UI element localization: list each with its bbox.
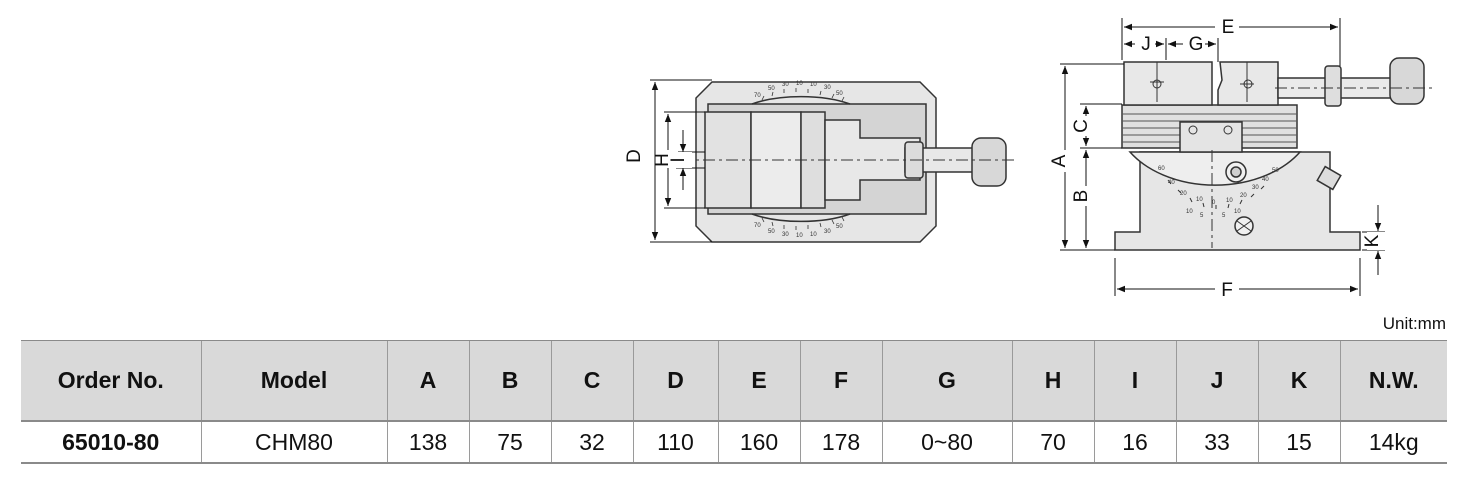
header-b: B [468, 340, 551, 422]
header-g: G [881, 340, 1012, 422]
dim-label-h: H [652, 153, 673, 167]
side-view-clamp-block [1179, 121, 1243, 153]
svg-text:10: 10 [1226, 198, 1233, 204]
svg-text:20: 20 [1240, 193, 1247, 199]
header-a: A [386, 340, 469, 422]
cell-e: 160 [717, 421, 800, 464]
svg-text:40: 40 [1262, 177, 1269, 183]
side-view [1114, 57, 1425, 251]
cell-model: CHM80 [200, 421, 387, 464]
svg-text:30: 30 [1252, 185, 1259, 191]
svg-text:30: 30 [782, 232, 789, 238]
cell-c: 32 [550, 421, 633, 464]
svg-text:70: 70 [754, 93, 761, 99]
dim-label-e: E [1222, 17, 1235, 38]
dim-label-j: J [1141, 34, 1151, 55]
svg-text:50: 50 [768, 86, 775, 92]
svg-text:10: 10 [1234, 209, 1241, 215]
dim-label-g: G [1189, 34, 1204, 55]
cell-nw: 14kg [1339, 421, 1447, 464]
cell-a: 138 [386, 421, 469, 464]
svg-text:5: 5 [1222, 213, 1226, 219]
svg-text:10: 10 [796, 81, 803, 87]
svg-text:50: 50 [1272, 168, 1279, 174]
svg-text:5: 5 [1200, 213, 1204, 219]
specification-table: Order No. Model A B C D E F G H I J K N.… [21, 340, 1447, 464]
svg-text:30: 30 [824, 229, 831, 235]
header-d: D [632, 340, 718, 422]
cell-i: 16 [1093, 421, 1176, 464]
dim-label-a: A [1049, 154, 1070, 167]
svg-text:10: 10 [810, 232, 817, 238]
top-view [695, 81, 1007, 243]
header-c: C [550, 340, 633, 422]
svg-text:20: 20 [1180, 191, 1187, 197]
top-view-scale-upper [751, 95, 851, 105]
dim-label-b: B [1071, 190, 1092, 203]
cell-h: 70 [1011, 421, 1094, 464]
cell-d: 110 [632, 421, 718, 464]
header-nw: N.W. [1339, 340, 1447, 422]
side-view-tilt-sector [1128, 151, 1302, 186]
unit-label: Unit:mm [1382, 314, 1446, 333]
header-k: K [1257, 340, 1340, 422]
svg-text:50: 50 [836, 224, 843, 230]
dim-label-f: F [1221, 280, 1233, 301]
svg-text:30: 30 [782, 82, 789, 88]
dim-label-c: C [1071, 119, 1092, 133]
side-view-handle [1389, 57, 1425, 105]
cell-k: 15 [1257, 421, 1340, 464]
svg-text:30: 30 [824, 85, 831, 91]
header-f: F [799, 340, 882, 422]
table-header-row: Order No. Model A B C D E F G H I J K N.… [21, 340, 1447, 422]
side-view-fixed-jaw [1123, 61, 1213, 106]
svg-text:10: 10 [796, 233, 803, 239]
svg-text:10: 10 [1196, 197, 1203, 203]
cell-g: 0~80 [881, 421, 1012, 464]
dim-label-i: I [668, 157, 689, 162]
svg-text:10: 10 [1186, 209, 1193, 215]
header-j: J [1175, 340, 1258, 422]
svg-text:50: 50 [836, 91, 843, 97]
header-h: H [1011, 340, 1094, 422]
header-i: I [1093, 340, 1176, 422]
svg-text:0: 0 [1212, 200, 1216, 206]
header-model: Model [200, 340, 387, 422]
cell-b: 75 [468, 421, 551, 464]
header-e: E [717, 340, 800, 422]
svg-text:60: 60 [1158, 166, 1165, 172]
top-view-handle [971, 137, 1007, 187]
table-row: 65010-80 CHM80 138 75 32 110 160 178 0~8… [21, 421, 1447, 464]
cell-f: 178 [799, 421, 882, 464]
header-order-no: Order No. [21, 340, 201, 422]
svg-text:70: 70 [754, 223, 761, 229]
cell-order-no: 65010-80 [21, 421, 201, 464]
cell-j: 33 [1175, 421, 1258, 464]
dim-label-k: K [1362, 234, 1383, 247]
dim-label-d: D [624, 149, 645, 163]
svg-text:40: 40 [1168, 180, 1175, 186]
top-view-scale-lower [751, 213, 851, 223]
svg-text:10: 10 [810, 82, 817, 88]
svg-text:50: 50 [768, 229, 775, 235]
